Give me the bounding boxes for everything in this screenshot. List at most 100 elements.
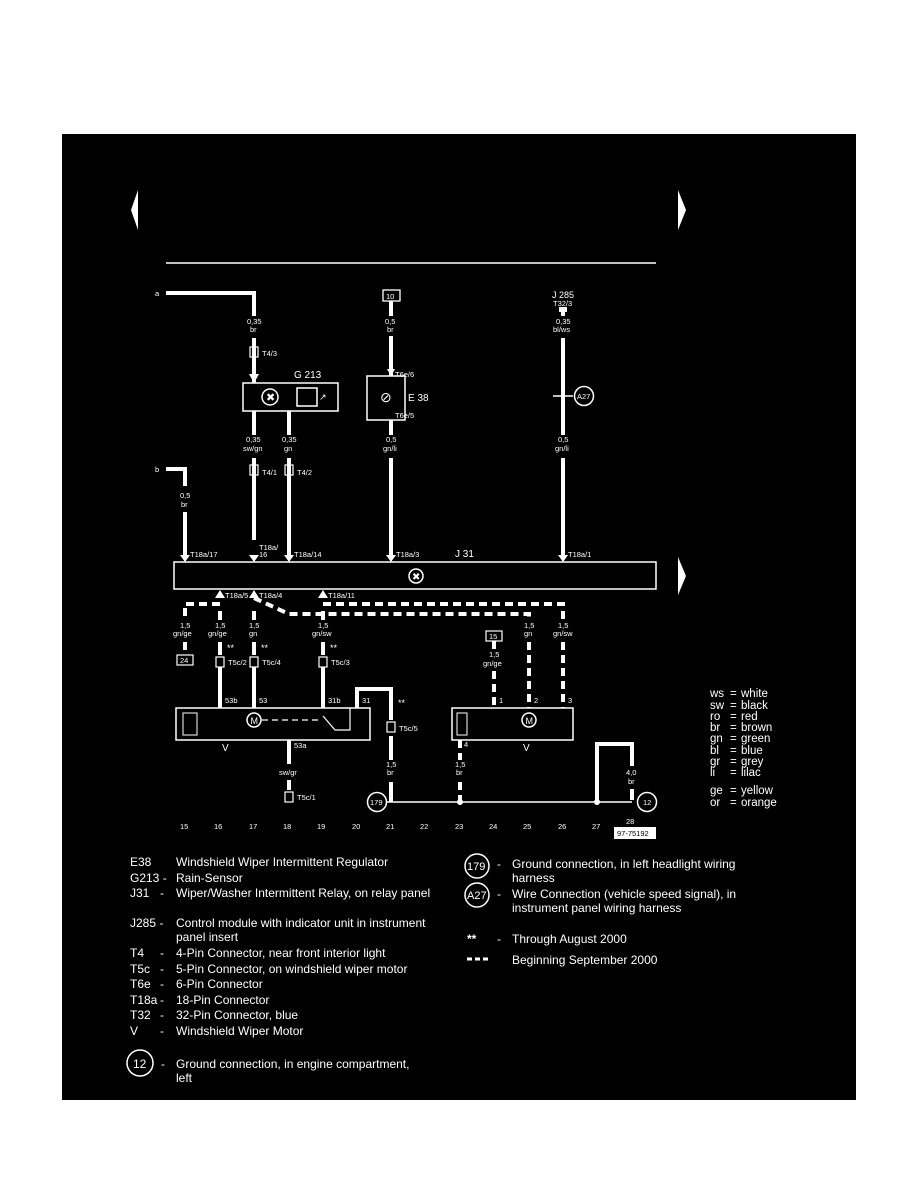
track-number: 17 [249,822,257,831]
relay-pin: 16 [259,550,267,559]
legend-179-desc: Ground connection, in left headlight wir… [512,857,736,885]
legend-ground-12-number: 12 [133,1057,147,1071]
connector-label: T5c/2 [228,658,247,667]
lower-wiring-solid [218,611,634,802]
marker: ** [398,698,406,708]
color-key-abbr: ws [709,688,724,700]
regulator-box [366,375,406,421]
svg-text:=: = [730,688,737,700]
track-number: 25 [523,822,531,831]
color-key-abbr: bl [710,745,719,757]
legend-marker-desc: Through August 2000 [512,932,627,946]
relay-j31-box [173,561,657,590]
svg-text:=: = [730,785,737,797]
color-key-name: orange [741,797,777,809]
wiper-motor-old-contact [322,708,351,731]
track-number: 16 [214,822,222,831]
track-number: 23 [455,822,463,831]
relay-pin: T18a/5 [225,591,248,600]
track-number: 18 [283,822,291,831]
color-key-name: blue [741,745,763,757]
svg-text:=: = [730,756,737,768]
ground-12-circle [636,791,658,813]
connector-label: T6e/6 [395,370,414,379]
legend-desc: 4-Pin Connector, near front interior lig… [176,946,386,960]
legend-ground-12-circle [126,1049,154,1077]
legend-desc: Windshield Wiper Intermittent Regulator [176,855,389,869]
marker: ** [227,643,235,653]
color-key-name: lilac [741,767,761,779]
legend-desc: 6-Pin Connector [176,977,263,991]
legend-code: G213 - [130,870,167,885]
wire-color: gn/sw [553,629,573,638]
legend-a27-dash: - [497,887,501,901]
wire-size: 1,5 [558,621,568,630]
relay-pin: T18a/4 [259,591,282,600]
wire-label-b: b [155,465,159,474]
ground-179-circle [366,791,388,813]
legend-179-dash: - [497,857,501,871]
wiper-motor-old-symbol: M [251,716,259,726]
track-number: 21 [386,822,394,831]
junction-27 [594,799,600,805]
svg-text:=: = [730,797,737,809]
color-key-abbr: or [710,797,720,809]
wire-color: gn [249,629,257,638]
legend-code: T32 [130,1008,151,1022]
legend-row: V-Windshield Wiper Motor [130,1024,450,1040]
color-key-abbr: gr [710,756,720,768]
a27-connection [573,385,595,407]
track-number: 24 [489,822,497,831]
wire-color: gn/li [555,444,569,453]
wire-color: gn/ge [483,659,502,668]
previous-page-arrow[interactable] [131,190,138,230]
next-page-arrow[interactable] [678,190,686,230]
wire-size: 1,5 [386,760,396,769]
legend-code: T18a [130,992,158,1007]
wire-color: gn [524,629,532,638]
legend-ground-dash: - [161,1057,165,1071]
legend-dashed-desc: Beginning September 2000 [512,953,658,967]
wire-size: 4,0 [626,768,636,777]
legend-desc: 18-Pin Connector [176,992,270,1007]
legend-row: T4-4-Pin Connector, near front interior … [130,946,450,962]
track-number: 22 [420,822,428,831]
wire-color: br [250,325,257,334]
wire-size: 1,5 [215,621,225,630]
connector-label: T4/3 [262,349,277,358]
wire-size: 1,5 [489,650,499,659]
connector-label: T5c/1 [297,793,316,802]
wiper-motor-old-icon [246,712,262,728]
wiper-motor-new-icon [521,712,537,728]
diagram-labels: a b 0,35 br 0,5 br 0,35 bl/ws 0,35 sw/gn… [155,289,651,838]
legend-row: T6e-6-Pin Connector [130,977,450,993]
continue-arrow[interactable] [678,557,686,595]
color-key-abbr: li [710,767,715,779]
wire-color: bl/ws [553,325,570,334]
legend-179-number: 179 [467,861,485,873]
legend-code: E38 [130,855,152,869]
color-key-abbr: br [710,722,720,734]
lower-pin-arrows [215,590,328,598]
legend-ground-desc: Ground connection, in engine compartment… [176,1057,410,1085]
wiper-motor-new-box [451,707,574,741]
wire-size: 0,5 [385,317,395,326]
svg-text:=: = [730,767,737,779]
wire-connection-label: A27 [577,392,590,401]
legend-code: T5c [130,961,151,976]
relay-pin: T18a/ [259,543,279,552]
connector-label: T6e/5 [395,411,414,420]
wire-color: gn [284,444,292,453]
color-key-name: brown [741,722,772,734]
legend-row: T32-32-Pin Connector, blue [130,1008,450,1024]
fuse-15-box [485,630,503,642]
wire-color: br [628,777,635,786]
wire-size: 1,5 [455,760,465,769]
wire-size: 0,5 [180,491,190,500]
color-key-name: red [741,711,758,723]
color-key-name: yellow [741,785,774,797]
motor-label: V [222,743,229,754]
motor-label: V [523,743,530,754]
wire-color: br [181,500,188,509]
wire-size: 1,5 [318,621,328,630]
